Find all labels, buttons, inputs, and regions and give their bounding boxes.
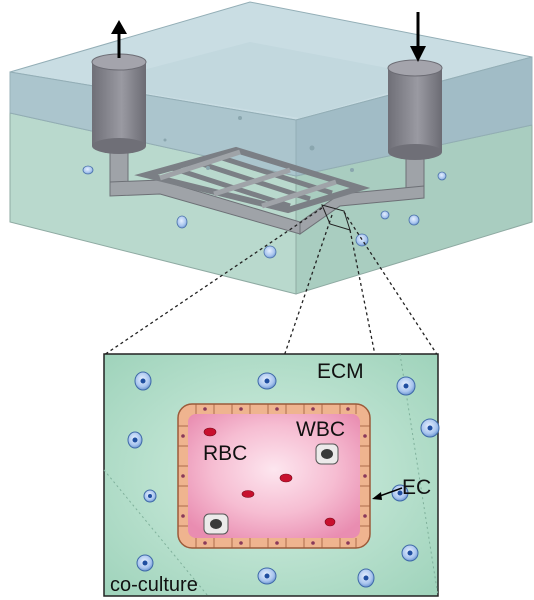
inlet-down-arrow-icon xyxy=(410,12,426,62)
channel-network xyxy=(109,142,425,235)
ec-pointer-arrow-icon xyxy=(372,487,403,500)
grid-rung-5 xyxy=(213,167,291,197)
ecm-cell-nuclei xyxy=(132,378,433,581)
surface-dots xyxy=(163,116,354,172)
red-blood-cells xyxy=(203,427,336,527)
right-port xyxy=(387,59,443,160)
inset-panel: ECM RBC WBC EC co-culture xyxy=(103,353,440,597)
label-ecm: ECM xyxy=(317,360,364,383)
label-rbc: RBC xyxy=(203,442,247,465)
label-ec: EC xyxy=(402,476,431,499)
ecm-cells xyxy=(127,371,440,588)
label-wbc: WBC xyxy=(296,418,345,441)
white-blood-cell-2 xyxy=(203,513,229,535)
grid-rung-4 xyxy=(159,149,241,181)
vessel-lumen xyxy=(188,414,360,538)
endothelial-nuclei xyxy=(181,407,367,545)
embedded-cells-3d xyxy=(82,165,447,259)
chip-3d xyxy=(9,1,533,295)
outlet-up-arrow-icon xyxy=(111,20,127,58)
white-blood-cell xyxy=(315,443,339,465)
grid-outer xyxy=(134,146,371,214)
inner-region xyxy=(90,42,440,118)
left-port xyxy=(91,53,147,154)
label-coculture: co-culture xyxy=(110,574,198,596)
endothelial-cell-boundaries xyxy=(178,404,370,548)
grid-rung-6 xyxy=(261,179,337,209)
